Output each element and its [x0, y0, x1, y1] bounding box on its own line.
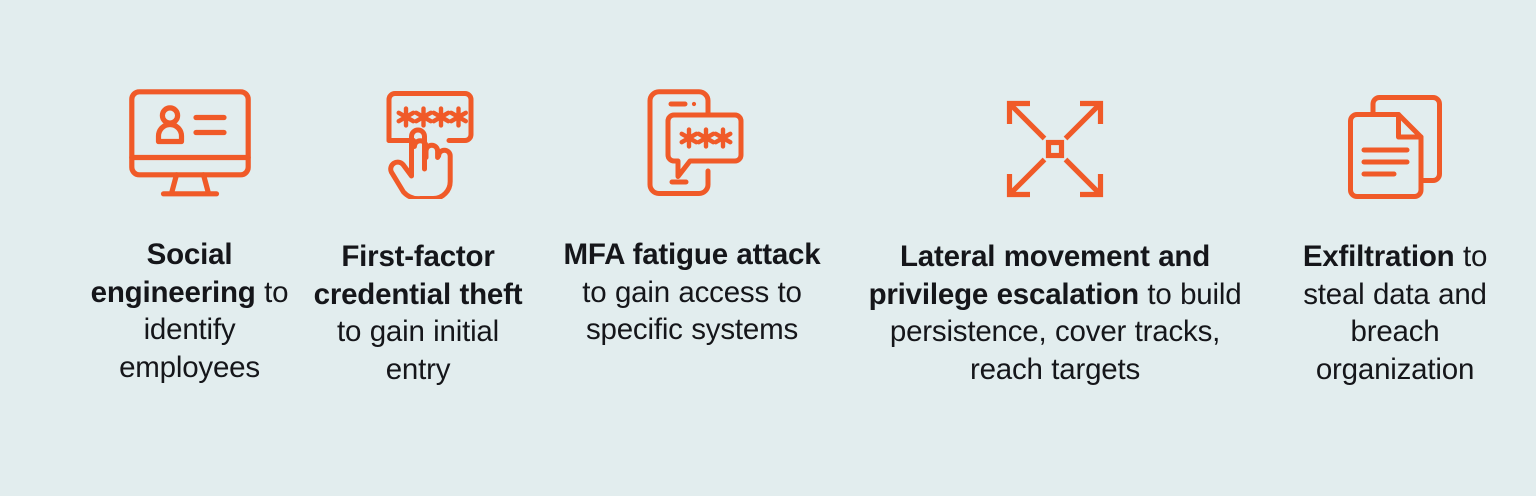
four-way-expand-arrows-icon — [1006, 100, 1104, 198]
step-social-engineering: Social engineering to identify employees — [72, 0, 307, 386]
step-caption-bold: Exfiltration — [1302, 240, 1455, 273]
step-caption: Lateral movement and privilege escalatio… — [855, 238, 1255, 388]
monitor-user-icon — [128, 89, 251, 197]
step-caption-bold: MFA fatigue attack — [563, 238, 821, 271]
step-caption-bold: Lateral movement and privilege escalatio… — [868, 240, 1211, 311]
step-caption-rest: to build persistence, cover tracks, reac… — [889, 277, 1242, 386]
step-caption-rest: to steal data and breach organization — [1303, 240, 1488, 386]
phone-push-notification-icon-wrapper — [640, 78, 744, 208]
step-first-factor-credential-theft: First-factor credential theft to gain in… — [307, 0, 529, 388]
step-caption: Exfiltration to steal data and breach or… — [1280, 238, 1510, 388]
monitor-user-icon-wrapper — [128, 78, 251, 208]
step-exfiltration: Exfiltration to steal data and breach or… — [1280, 0, 1510, 388]
step-caption: Social engineering to identify employees — [72, 236, 307, 386]
documents-stack-icon — [1348, 95, 1442, 199]
password-field-click-icon-wrapper — [362, 80, 474, 210]
step-caption-rest: to gain access to specific systems — [582, 275, 802, 347]
step-caption: MFA fatigue attack to gain access to spe… — [551, 236, 833, 349]
phone-push-notification-icon — [647, 89, 744, 196]
documents-stack-icon-wrapper — [1347, 82, 1443, 212]
step-caption-rest: to gain initial entry — [337, 315, 499, 386]
step-caption: First-factor credential theft to gain in… — [307, 238, 529, 388]
step-caption-bold: First-factor credential theft — [313, 240, 523, 311]
password-field-click-icon — [386, 91, 474, 199]
four-way-expand-arrows-icon-wrapper — [1003, 84, 1107, 214]
step-caption-bold: Social engineering — [90, 238, 256, 309]
step-caption-rest: to identify employees — [119, 275, 289, 384]
step-mfa-fatigue-attack: MFA fatigue attack to gain access to spe… — [551, 0, 833, 349]
step-lateral-movement: Lateral movement and privilege escalatio… — [855, 0, 1255, 388]
